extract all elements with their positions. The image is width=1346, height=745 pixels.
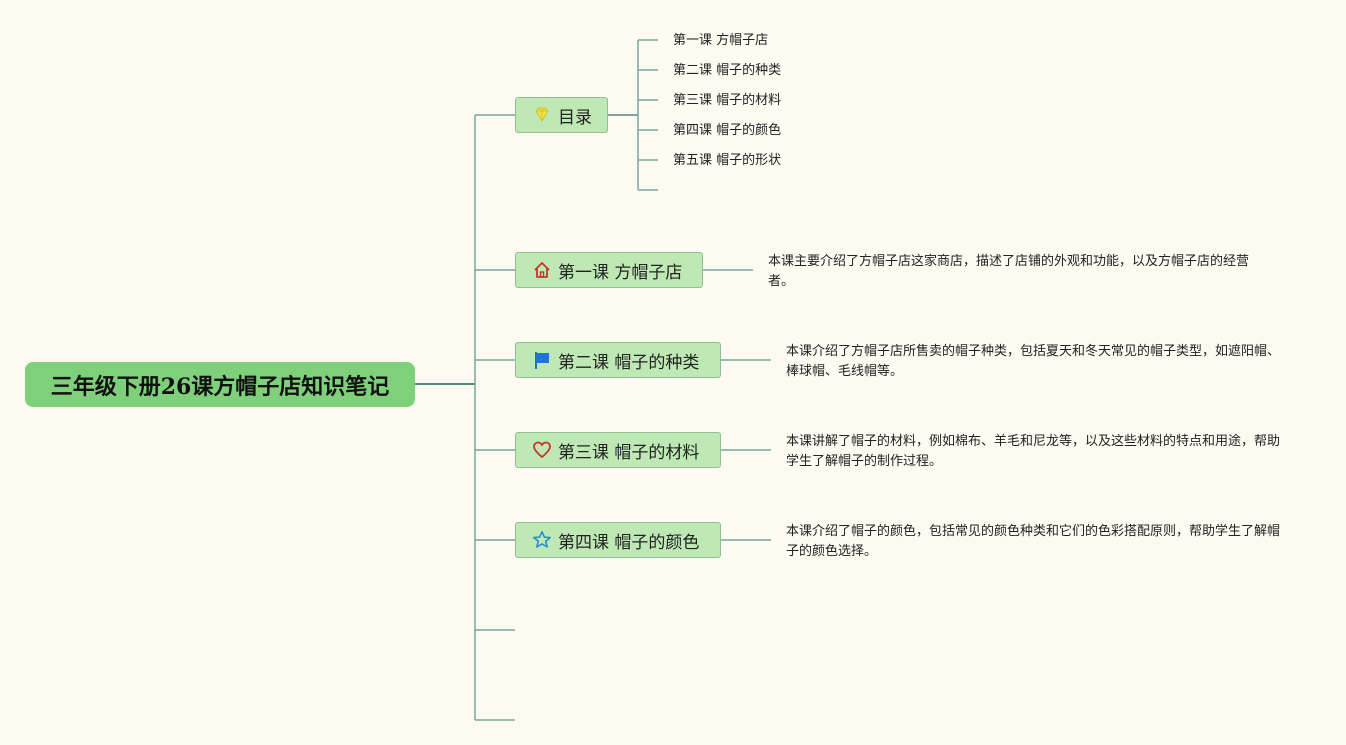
topic-lesson-4[interactable]: 第四课 帽子的颜色 <box>515 522 721 558</box>
toc-item-label: 第三课 帽子的材料 <box>673 93 782 108</box>
lesson-4-note: 本课介绍了帽子的颜色，包括常见的颜色种类和它们的色彩搭配原则，帮助学生了解帽子的… <box>786 524 1281 559</box>
heart-icon <box>532 440 552 460</box>
toc-item-label: 第四课 帽子的颜色 <box>673 123 782 138</box>
toc-item[interactable]: 第一课 方帽子店 <box>673 33 768 49</box>
topic-lesson-4-label: 第四课 帽子的颜色 <box>558 532 700 553</box>
central-topic[interactable]: 三年级下册26课方帽子店知识笔记 <box>25 362 415 407</box>
star-icon <box>532 530 552 550</box>
central-topic-label: 三年级下册26课方帽子店知识笔记 <box>50 373 390 400</box>
toc-item-label: 第五课 帽子的形状 <box>673 153 782 168</box>
topic-lesson-2[interactable]: 第二课 帽子的种类 <box>515 342 721 378</box>
topic-lesson-1[interactable]: 第一课 方帽子店 <box>515 252 703 288</box>
diamond-icon <box>532 105 552 125</box>
lesson-3-note: 本课讲解了帽子的材料，例如棉布、羊毛和尼龙等，以及这些材料的特点和用途，帮助学生… <box>786 434 1281 469</box>
topic-toc-label: 目录 <box>558 107 592 128</box>
house-icon <box>532 260 552 280</box>
toc-item[interactable]: 第五课 帽子的形状 <box>673 153 781 169</box>
toc-item-label: 第一课 方帽子店 <box>673 33 769 48</box>
toc-item[interactable]: 第四课 帽子的颜色 <box>673 123 781 139</box>
topic-lesson-3-label: 第三课 帽子的材料 <box>558 442 700 463</box>
flag-icon <box>532 350 552 370</box>
lesson-1-note: 本课主要介绍了方帽子店这家商店，描述了店铺的外观和功能，以及方帽子店的经营者。 <box>768 254 1250 289</box>
topic-lesson-1-label: 第一课 方帽子店 <box>558 262 683 283</box>
topic-lesson-2-label: 第二课 帽子的种类 <box>558 352 700 373</box>
toc-item-label: 第二课 帽子的种类 <box>673 63 782 78</box>
toc-item[interactable]: 第二课 帽子的种类 <box>673 63 781 79</box>
toc-item[interactable]: 第三课 帽子的材料 <box>673 93 781 109</box>
lesson-2-note: 本课介绍了方帽子店所售卖的帽子种类，包括夏天和冬天常见的帽子类型，如遮阳帽、棒球… <box>786 344 1281 379</box>
topic-toc[interactable]: 目录 <box>515 97 608 133</box>
topic-lesson-3[interactable]: 第三课 帽子的材料 <box>515 432 721 468</box>
